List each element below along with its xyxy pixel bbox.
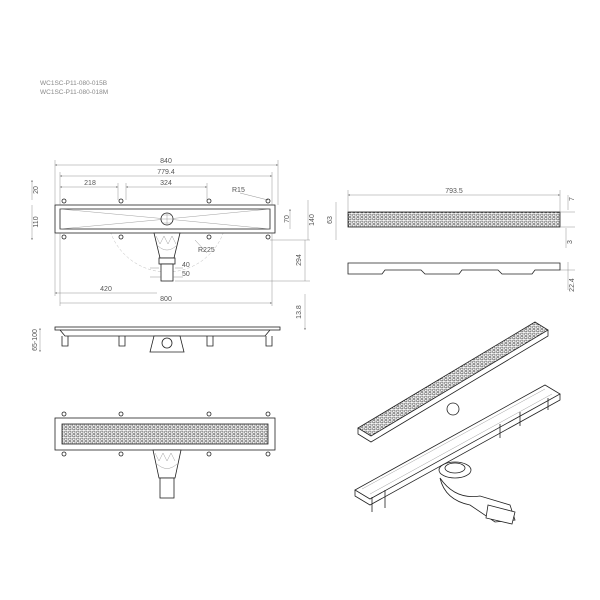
top-view: 840 779.4 218 324 R15 20 110 70 140 294 … <box>32 158 316 330</box>
grate-detail: 793.5 63 7 3 22.4 <box>327 188 576 292</box>
dim-flange: 13.8 <box>296 305 303 319</box>
dim-grate-gap: 3 <box>567 240 574 244</box>
dim-drain-offset: 420 <box>100 286 112 293</box>
side-view: 65-100 13.8 <box>32 305 303 353</box>
dim-overall-length: 840 <box>160 158 172 165</box>
dim-outlet-inner: 40 <box>182 262 190 269</box>
dim-radius-small: R15 <box>232 187 245 194</box>
dim-height-range: 65-100 <box>32 329 39 351</box>
top-view-with-grate <box>54 411 276 499</box>
dim-grate-length: 793.5 <box>445 188 463 195</box>
dim-first-leg: 218 <box>84 180 96 187</box>
product-code-2: WC1SC-P11-080-018M <box>40 89 108 96</box>
dim-height-left: 20 <box>33 186 40 194</box>
dim-outlet-outer: 50 <box>182 271 190 278</box>
dim-drain-depth: 294 <box>296 254 303 266</box>
dim-grate-top: 7 <box>569 197 576 201</box>
dim-inner-length: 779.4 <box>157 169 175 176</box>
dim-width-left: 110 <box>33 216 40 227</box>
product-code-1: WC1SC-P11-080-015B <box>40 80 107 87</box>
dim-leg-spacing: 324 <box>160 180 172 187</box>
dim-swing-radius: R225 <box>198 247 215 254</box>
dim-grate-profile: 22.4 <box>569 278 576 292</box>
dim-length: 800 <box>160 296 172 303</box>
dim-channel-width: 70 <box>284 215 291 223</box>
isometric-view <box>354 321 561 525</box>
dim-grate-width: 63 <box>327 216 334 224</box>
dim-overall-width: 140 <box>309 214 316 226</box>
